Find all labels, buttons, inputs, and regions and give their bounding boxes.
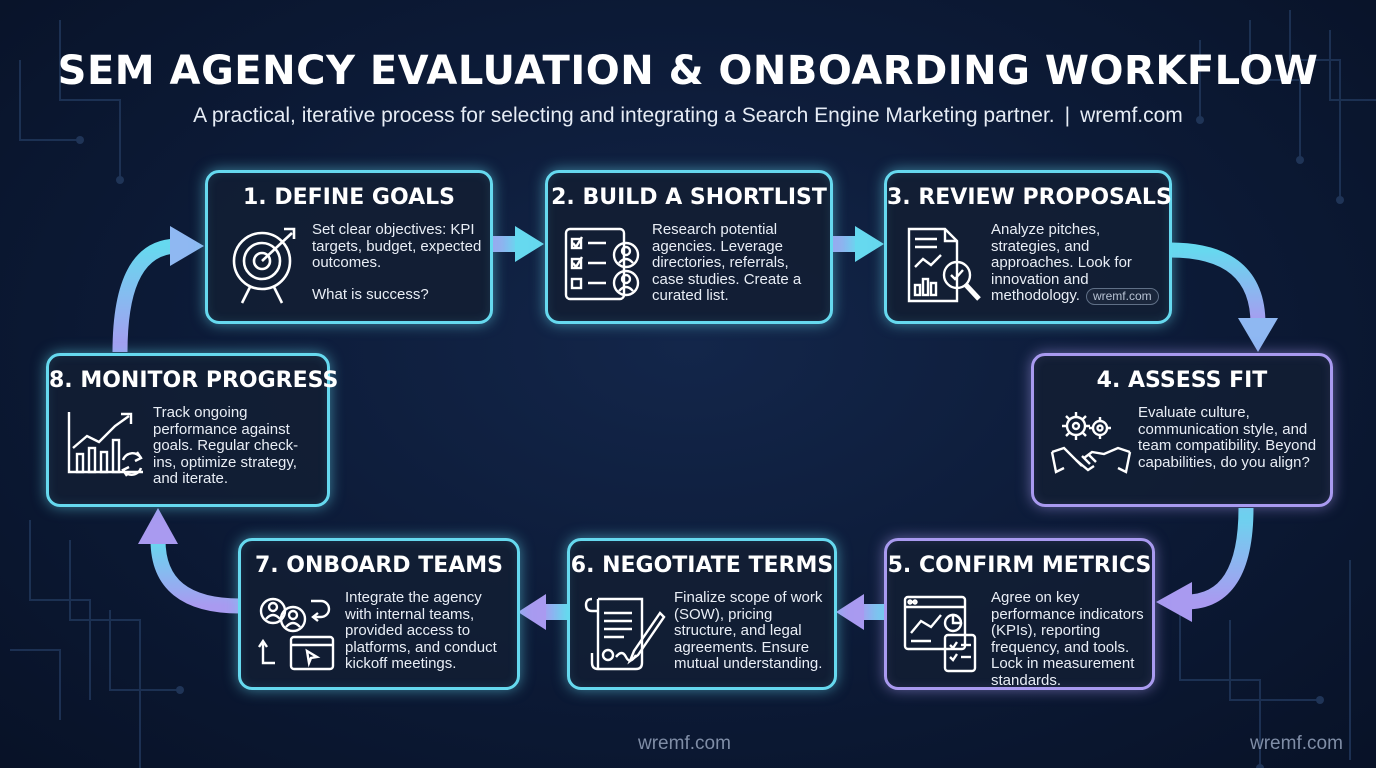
step-description: Integrate the agency with internal teams… xyxy=(345,589,497,673)
contract-pen-icon xyxy=(584,597,666,671)
arrow-7-to-8 xyxy=(138,508,241,614)
step-title: 2. BUILD A SHORTLIST xyxy=(551,185,827,210)
step-confirm-metrics: 5. CONFIRM METRICS Agree on key performa… xyxy=(884,538,1155,690)
step-body: Track ongoing performance against goals.… xyxy=(153,404,319,488)
arrow-2-to-3 xyxy=(832,226,884,262)
arrow-5-to-6 xyxy=(836,594,884,630)
step-title: 7. ONBOARD TEAMS xyxy=(254,553,503,578)
arrow-8-to-1 xyxy=(112,226,204,353)
step-title: 8. MONITOR PROGRESS xyxy=(49,368,339,393)
gears-handshake-icon xyxy=(1050,412,1132,474)
step-title: 6. NEGOTIATE TERMS xyxy=(570,553,834,578)
arrow-1-to-2 xyxy=(492,226,544,262)
growth-chart-icon xyxy=(67,412,143,477)
step-build-shortlist: 2. BUILD A SHORTLIST Research potential … xyxy=(545,170,833,324)
page-title: SEM AGENCY EVALUATION & ONBOARDING WORKF… xyxy=(57,48,1319,94)
target-icon xyxy=(232,227,296,304)
step-negotiate-terms: 6. NEGOTIATE TERMS Finalize scope of wor… xyxy=(567,538,837,690)
page-subtitle: A practical, iterative process for selec… xyxy=(0,104,1376,128)
watermark-bottom-right: wremf.com xyxy=(1250,733,1343,754)
step-title: 5. CONFIRM METRICS xyxy=(887,553,1152,578)
step-body: Analyze pitches, strategies, and approac… xyxy=(991,221,1161,306)
step-body: Integrate the agency with internal teams… xyxy=(345,589,509,673)
step-monitor-progress: 8. MONITOR PROGRESS Track ongoing perfor… xyxy=(46,353,339,507)
arrow-4-to-5 xyxy=(1156,507,1254,622)
site-link[interactable]: wremf.com xyxy=(1080,104,1183,127)
step-note: What is success? xyxy=(312,285,429,303)
arrow-6-to-7 xyxy=(518,594,568,630)
step-description: Set clear objectives: KPI targets, budge… xyxy=(312,221,482,272)
watermark-badge: wremf.com xyxy=(1085,288,1159,306)
step-review-proposals: 3. REVIEW PROPOSALS Analyze pitches, str… xyxy=(884,170,1172,324)
step-body: Research potential agencies. Leverage di… xyxy=(652,221,822,305)
step-title: 1. DEFINE GOALS xyxy=(243,185,455,210)
step-title: 4. ASSESS FIT xyxy=(1096,368,1268,393)
watermark-bottom-center: wremf.com xyxy=(638,733,731,754)
team-window-icon xyxy=(258,597,335,671)
step-assess-fit: 4. ASSESS FIT Evaluate culture, communic… xyxy=(1031,353,1333,507)
subtitle-separator: | xyxy=(1064,104,1071,127)
step-body: Evaluate culture, communication style, a… xyxy=(1138,404,1322,471)
step-onboard-teams: 7. ONBOARD TEAMS Integrate the agency wi… xyxy=(238,538,520,690)
step-description: Evaluate culture, communication style, a… xyxy=(1138,404,1317,471)
step-description: Finalize scope of work (SOW), pricing st… xyxy=(674,589,823,673)
step-body: Set clear objectives: KPI targets, budge… xyxy=(312,221,482,303)
step-description: Analyze pitches, strategies, and approac… xyxy=(991,221,1132,305)
step-body: Finalize scope of work (SOW), pricing st… xyxy=(674,589,826,673)
step-description: Research potential agencies. Leverage di… xyxy=(652,221,802,305)
dashboard-checklist-icon xyxy=(903,595,977,673)
step-description: Track ongoing performance against goals.… xyxy=(153,404,299,488)
step-description: Agree on key performance indicators (KPI… xyxy=(991,589,1144,689)
checklist-icon xyxy=(564,227,640,301)
arrow-3-to-4 xyxy=(1169,242,1278,352)
subtitle-text: A practical, iterative process for selec… xyxy=(193,104,1055,127)
step-body: Agree on key performance indicators (KPI… xyxy=(991,589,1144,690)
step-title: 3. REVIEW PROPOSALS xyxy=(887,185,1172,210)
document-magnifier-icon xyxy=(907,227,981,303)
step-define-goals: 1. DEFINE GOALS Set clear objectives: KP… xyxy=(205,170,493,324)
